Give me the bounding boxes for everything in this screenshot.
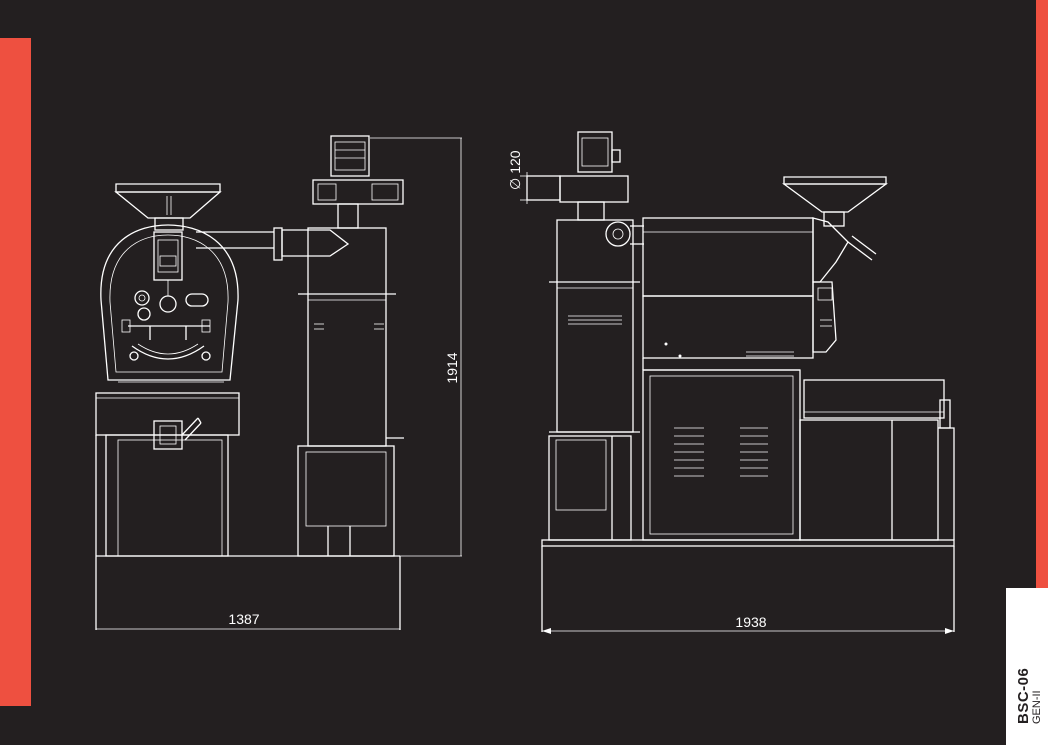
side-vent-left xyxy=(674,427,704,477)
side-fan-motor xyxy=(526,131,629,221)
side-ground-line xyxy=(541,539,955,547)
side-width-dimension: 1938 xyxy=(542,614,954,634)
duct-diameter-label: ∅ 120 xyxy=(507,150,523,190)
left-accent-bar xyxy=(0,38,31,706)
diameter-symbol: ∅ xyxy=(507,178,523,190)
front-hopper xyxy=(114,183,222,231)
side-cooler xyxy=(799,379,955,541)
front-base xyxy=(95,392,240,557)
duct-diameter-dimension: ∅ 120 xyxy=(507,150,532,201)
side-base-cabinet xyxy=(642,369,801,541)
height-label: 1914 xyxy=(444,352,460,383)
front-exhaust-pipe xyxy=(196,227,350,261)
side-vent-right xyxy=(740,427,768,477)
front-drum-face xyxy=(100,224,239,383)
side-hopper xyxy=(782,176,888,227)
side-drum-housing xyxy=(642,217,814,371)
front-width-dimension: 1387 xyxy=(96,611,400,630)
front-width-label: 1387 xyxy=(228,611,259,627)
front-cyclone xyxy=(297,135,404,557)
side-front-plate xyxy=(812,217,877,353)
side-width-label: 1938 xyxy=(735,614,766,630)
duct-diameter-value: 120 xyxy=(507,150,523,174)
front-view xyxy=(95,135,404,630)
right-accent-bar xyxy=(1036,0,1048,668)
height-dimension: 1914 xyxy=(370,137,462,557)
model-label-tab xyxy=(1006,588,1048,745)
side-cyclone xyxy=(548,219,644,541)
side-view xyxy=(526,131,955,632)
